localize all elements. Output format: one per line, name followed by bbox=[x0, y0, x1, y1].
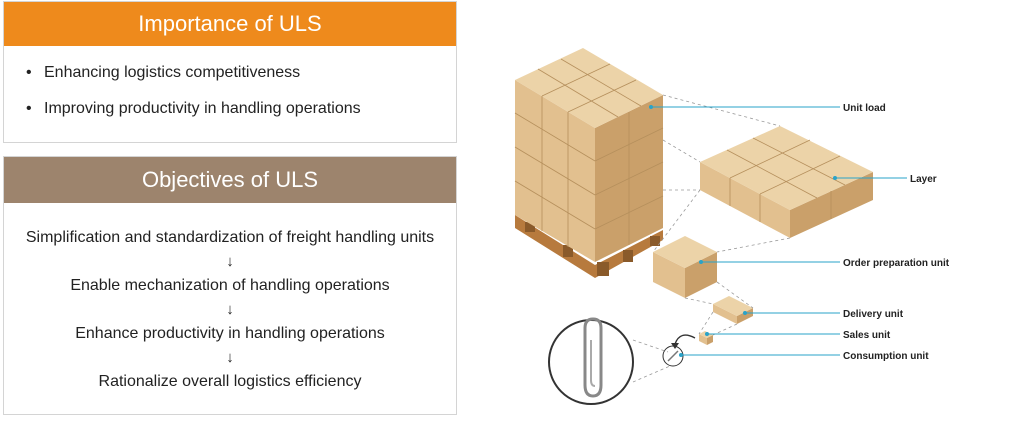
objective-step: Enhance productivity in handling operati… bbox=[75, 325, 385, 342]
label-unit-load: Unit load bbox=[843, 103, 886, 114]
objectives-flow: Simplification and standardization of fr… bbox=[4, 229, 456, 391]
down-arrow-icon: ↓ bbox=[226, 301, 234, 318]
dotted-connectors bbox=[632, 94, 791, 383]
paperclip-magnified-icon bbox=[548, 317, 634, 405]
importance-title: Importance of ULS bbox=[4, 2, 456, 46]
label-order-preparation-unit: Order preparation unit bbox=[843, 258, 950, 269]
label-layer: Layer bbox=[910, 174, 937, 185]
objectives-panel: Objectives of ULS Simplification and sta… bbox=[3, 156, 457, 415]
label-consumption-unit: Consumption unit bbox=[843, 351, 929, 362]
leader-lines bbox=[651, 106, 907, 356]
delivery-unit-illustration bbox=[713, 296, 753, 324]
layer-illustration bbox=[700, 126, 873, 238]
order-preparation-unit-illustration bbox=[653, 236, 717, 298]
unit-load-diagram: Unit load Layer Order preparation unit D… bbox=[514, 48, 950, 405]
importance-item: Improving productivity in handling opera… bbox=[24, 100, 456, 118]
importance-panel: Importance of ULS Enhancing logistics co… bbox=[3, 1, 457, 143]
unit-load-stack-illustration bbox=[514, 48, 664, 278]
importance-item: Enhancing logistics competitiveness bbox=[24, 64, 456, 82]
label-sales-unit: Sales unit bbox=[843, 330, 891, 341]
objectives-title: Objectives of ULS bbox=[4, 157, 456, 203]
down-arrow-icon: ↓ bbox=[226, 349, 234, 366]
importance-list: Enhancing logistics competitiveness Impr… bbox=[4, 64, 456, 118]
objective-step: Simplification and standardization of fr… bbox=[25, 229, 435, 246]
objective-step: Enable mechanization of handling operati… bbox=[70, 277, 390, 294]
label-delivery-unit: Delivery unit bbox=[843, 309, 904, 320]
down-arrow-icon: ↓ bbox=[226, 253, 234, 270]
objective-step: Rationalize overall logistics efficiency bbox=[98, 373, 362, 390]
